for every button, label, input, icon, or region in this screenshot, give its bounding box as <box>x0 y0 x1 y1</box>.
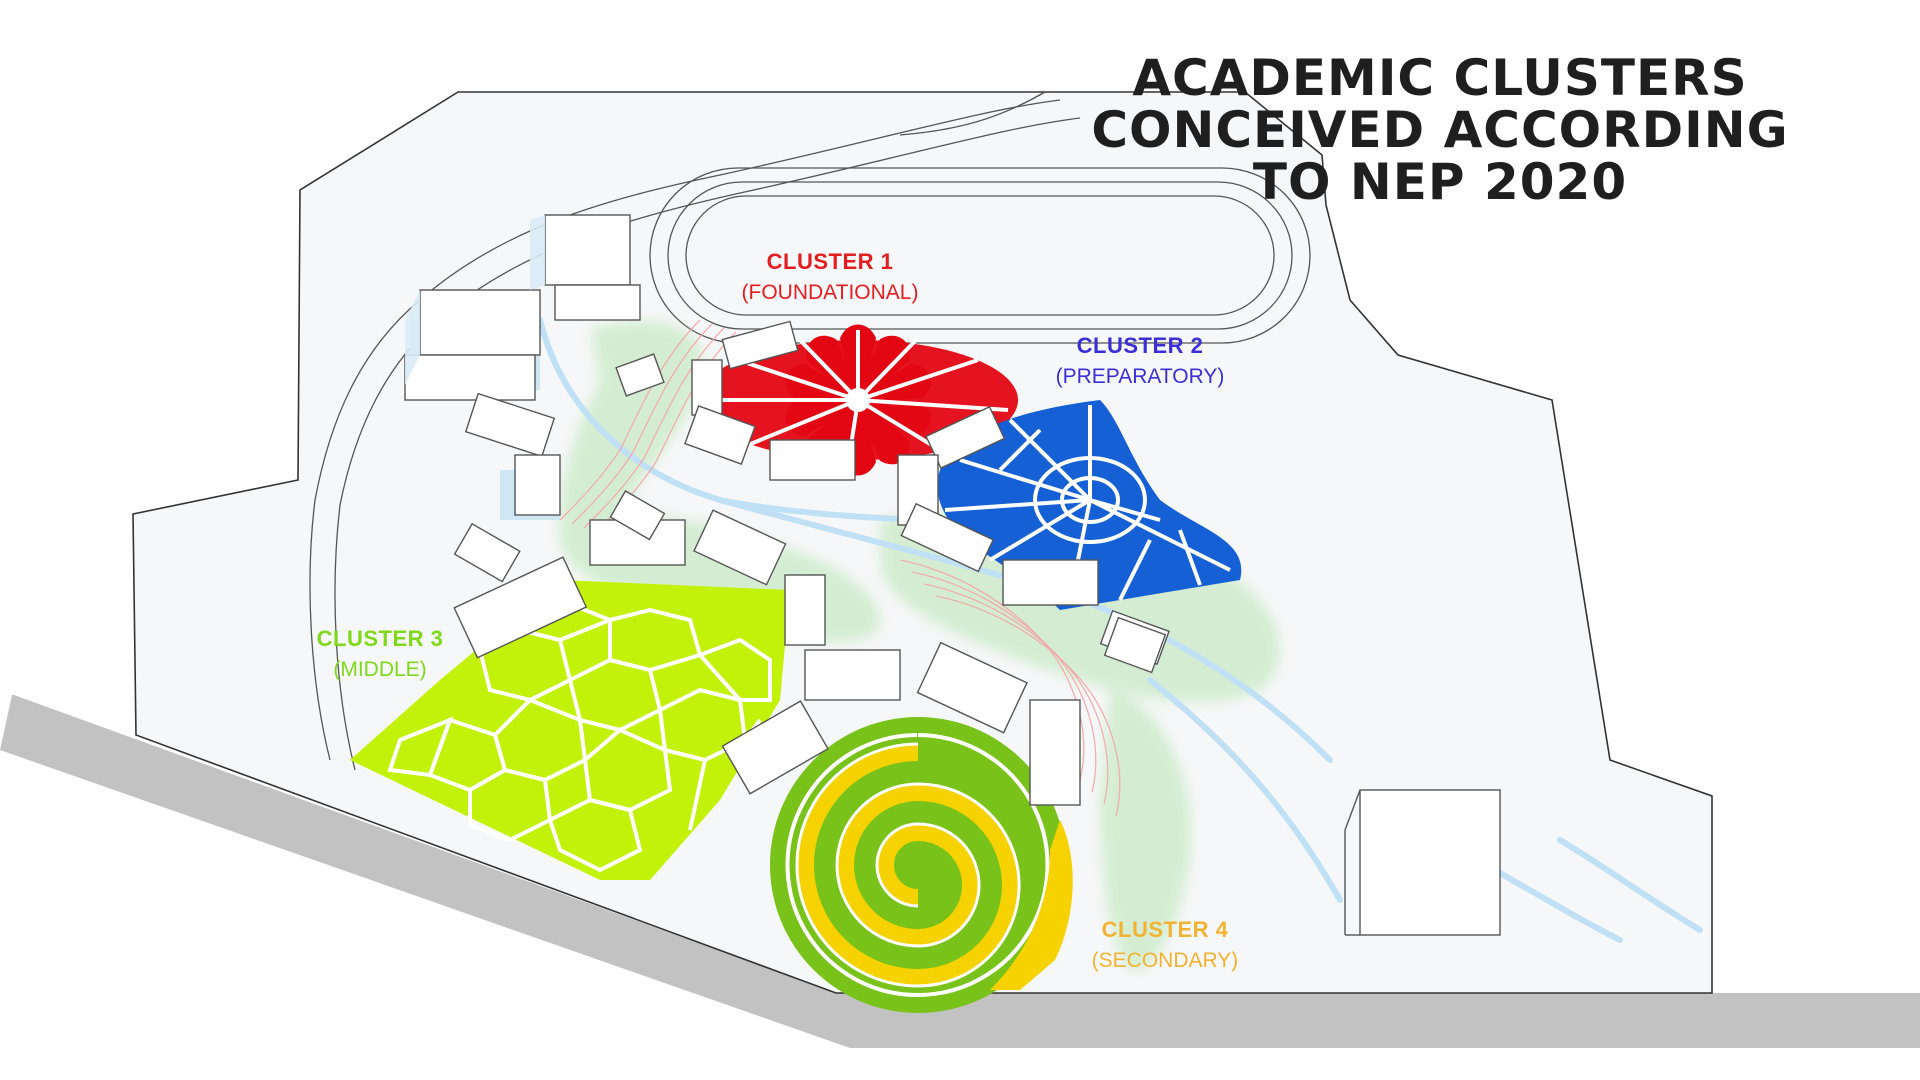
building <box>721 320 799 370</box>
contour-lines <box>559 319 1121 817</box>
building <box>453 522 521 583</box>
building <box>453 556 588 659</box>
building <box>1359 789 1501 936</box>
building <box>769 439 856 481</box>
cluster-1-sub: (FOUNDATIONAL) <box>741 281 919 304</box>
building <box>464 392 556 458</box>
building <box>609 490 666 541</box>
cluster-1-label: CLUSTER 1 (FOUNDATIONAL) <box>700 249 960 305</box>
building <box>1029 699 1081 806</box>
building <box>804 649 901 701</box>
building <box>684 405 756 465</box>
page-title: ACADEMIC CLUSTERS CONCEIVED ACCORDING TO… <box>990 52 1890 208</box>
water-channels <box>537 317 1703 943</box>
building-shadows <box>405 215 545 385</box>
cluster-2-mosaic <box>937 400 1242 610</box>
cluster-3-sub: (MIDDLE) <box>333 658 427 681</box>
running-track <box>649 167 1311 344</box>
cluster-4-name: CLUSTER 4 <box>1101 917 1229 942</box>
building <box>784 574 826 646</box>
building <box>544 214 631 286</box>
cluster-3-label: CLUSTER 3 (MIDDLE) <box>255 626 505 682</box>
cluster-3-name: CLUSTER 3 <box>316 626 444 651</box>
building <box>514 454 561 516</box>
building <box>693 509 787 586</box>
building <box>615 353 665 397</box>
building <box>925 405 1006 470</box>
title-line-1: ACADEMIC CLUSTERS <box>1132 49 1748 107</box>
title-line-3: TO NEP 2020 <box>1252 153 1628 211</box>
cluster-1-name: CLUSTER 1 <box>766 249 894 274</box>
building <box>691 359 723 416</box>
building <box>1103 616 1167 674</box>
cluster-4-sub: (SECONDARY) <box>1091 949 1239 972</box>
cluster-1-flower <box>698 324 1018 476</box>
cluster-2-name: CLUSTER 2 <box>1076 333 1204 358</box>
title-line-2: CONCEIVED ACCORDING <box>1091 101 1789 159</box>
building <box>916 641 1028 734</box>
building <box>1002 559 1099 606</box>
cluster-4-label: CLUSTER 4 (SECONDARY) <box>1030 917 1300 973</box>
building <box>721 700 829 795</box>
buildings <box>404 214 1501 936</box>
building <box>404 354 536 401</box>
building <box>554 284 641 321</box>
building <box>900 502 995 573</box>
cluster-4-spiral <box>770 717 1073 1013</box>
cluster-2-sub: (PREPARATORY) <box>1055 365 1225 388</box>
cluster-2-label: CLUSTER 2 (PREPARATORY) <box>1010 333 1270 389</box>
road-band <box>0 695 1920 1048</box>
